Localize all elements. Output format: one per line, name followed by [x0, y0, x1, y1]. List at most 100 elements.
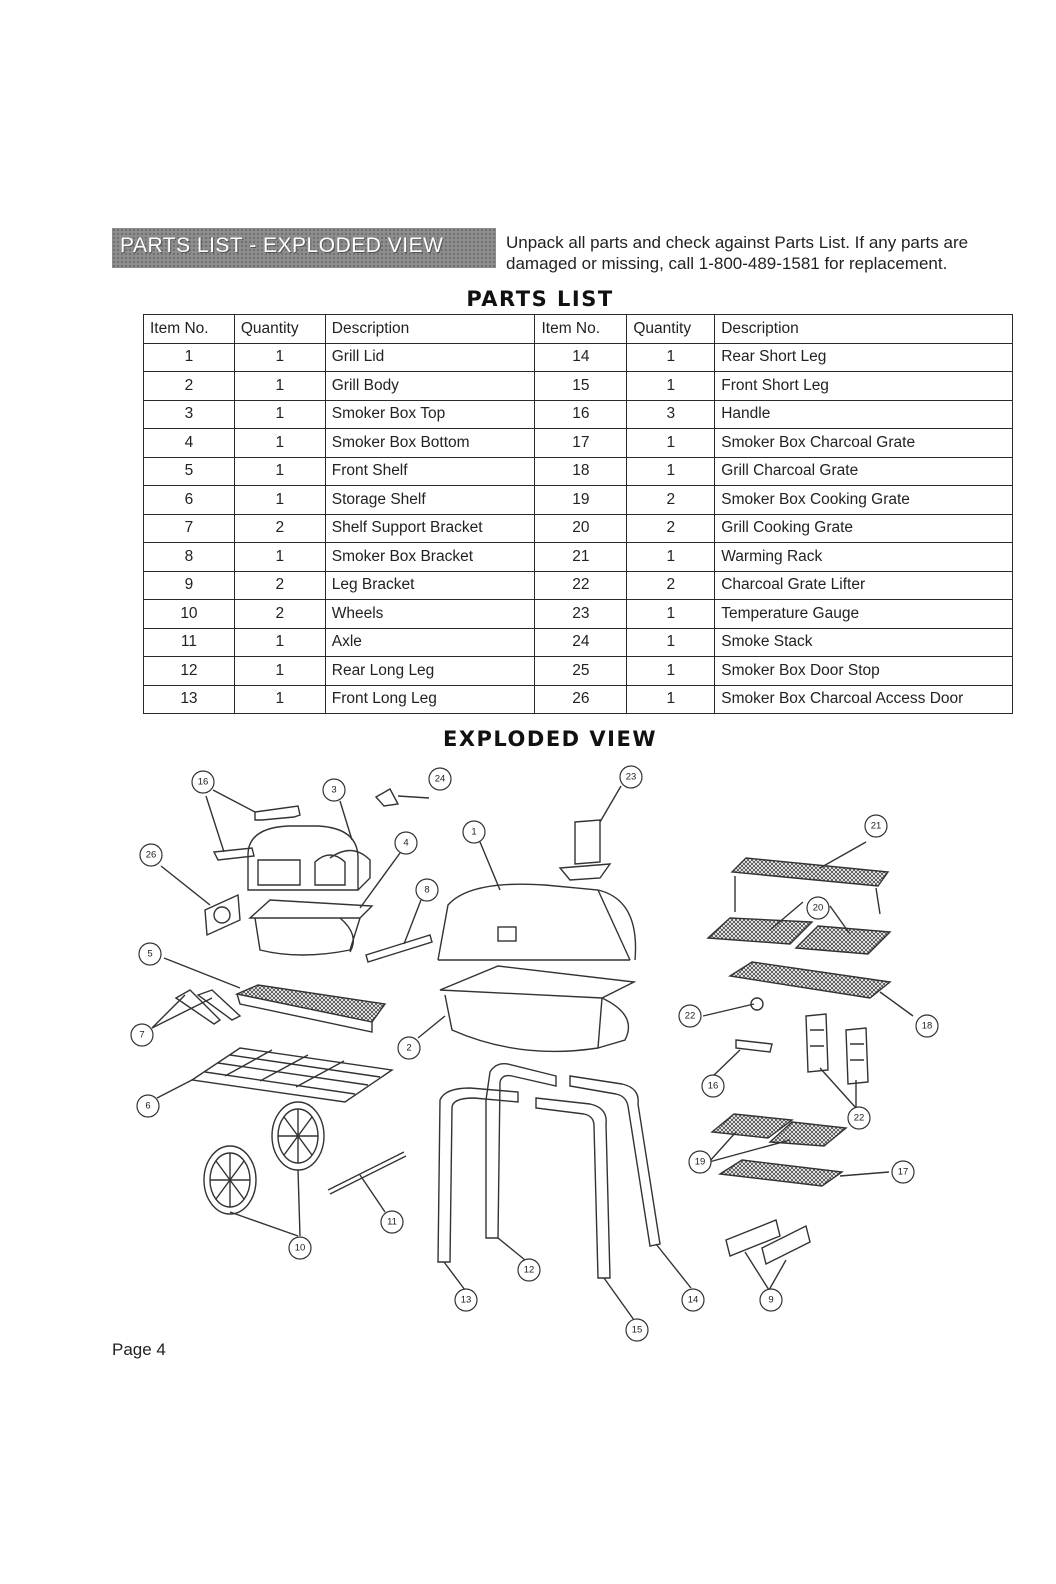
description-cell: Shelf Support Bracket: [324, 513, 536, 543]
callout-label: 16: [198, 777, 209, 788]
smoker-box-cooking-grates-part: [710, 1113, 848, 1147]
callout-9: 9: [759, 1288, 783, 1312]
door-stop-part: [374, 788, 400, 807]
callout-label: 11: [387, 1217, 397, 1228]
callout-8: 8: [415, 878, 439, 902]
callout-label: 7: [139, 1030, 144, 1041]
item-no-cell: 4: [143, 428, 235, 458]
description-cell: Smoke Stack: [714, 627, 1013, 657]
description-cell: Axle: [324, 627, 536, 657]
description-cell: Wheels: [324, 599, 536, 629]
section-banner: PARTS LIST - EXPLODED VIEW: [112, 228, 496, 268]
callout-label: 24: [435, 774, 446, 785]
description-cell: Leg Bracket: [324, 570, 536, 600]
parts-table-body: Item No. Quantity Description Item No. Q…: [143, 314, 1013, 714]
callout-20: 20: [806, 896, 830, 920]
callout-label: 26: [146, 850, 157, 861]
callout-7: 7: [130, 1023, 154, 1047]
callout-label: 18: [922, 1021, 933, 1032]
item-no-cell: 26: [534, 684, 628, 714]
callout-label: 22: [685, 1011, 696, 1022]
callout-label: 1: [471, 827, 476, 838]
description-cell: Temperature Gauge: [714, 599, 1013, 629]
callout-label: 6: [145, 1101, 150, 1112]
smoke-stack-part: [558, 819, 612, 881]
item-no-cell: 6: [143, 485, 235, 515]
parts-table: Item No. Quantity Description Item No. Q…: [143, 314, 1013, 714]
callout-6: 6: [136, 1094, 160, 1118]
charcoal-access-door-part: [204, 893, 241, 937]
callout-13: 13: [454, 1288, 478, 1312]
leg-brackets-part: [725, 1219, 811, 1266]
callout-label: 8: [424, 885, 429, 896]
callout-3: 3: [322, 778, 346, 802]
legs-part: [437, 1062, 661, 1279]
callout-label: 3: [331, 785, 336, 796]
warming-rack-part: [730, 857, 890, 915]
storage-shelf-part: [190, 1047, 394, 1103]
front-shelf-part: [234, 984, 387, 1033]
leader-lines: [151, 785, 914, 1321]
callout-label: 5: [147, 949, 152, 960]
quantity-cell: 1: [233, 656, 326, 686]
grill-cooking-grates-part: [706, 917, 892, 955]
item-no-cell: 8: [143, 542, 235, 572]
item-no-cell: 25: [534, 656, 628, 686]
grill-charcoal-grate-part: [728, 961, 892, 999]
callout-5: 5: [138, 942, 162, 966]
item-no-cell: 16: [534, 399, 628, 429]
callout-16: 16: [191, 770, 215, 794]
callout-label: 10: [295, 1243, 306, 1254]
description-cell: Smoker Box Bottom: [324, 428, 536, 458]
axle-part: [327, 1151, 407, 1195]
callout-label: 4: [403, 838, 408, 849]
callout-label: 20: [813, 903, 824, 914]
handle-part-2: [735, 1039, 773, 1053]
callout-label: 14: [688, 1295, 699, 1306]
callout-17: 17: [891, 1160, 915, 1184]
item-no-cell: 12: [143, 656, 235, 686]
wheels-part: [203, 1101, 325, 1215]
description-cell: Rear Long Leg: [324, 656, 536, 686]
page-number: Page 4: [112, 1340, 166, 1359]
parts-list-heading: PARTS LIST: [466, 287, 614, 311]
callout-label: 13: [461, 1295, 472, 1306]
quantity-cell: 1: [233, 684, 326, 714]
callout-15: 15: [625, 1318, 649, 1342]
callout-14: 14: [681, 1288, 705, 1312]
quantity-cell: 2: [233, 513, 326, 543]
description-cell: Charcoal Grate Lifter: [714, 570, 1013, 600]
item-no-cell: 14: [534, 342, 628, 372]
description-cell: Storage Shelf: [324, 485, 536, 515]
callout-2: 2: [397, 1036, 421, 1060]
exploded-view-heading: EXPLODED VIEW: [442, 727, 657, 751]
smoker-box-top-part: [247, 825, 371, 891]
description-cell: Warming Rack: [714, 542, 1013, 572]
description-cell: Grill Cooking Grate: [714, 513, 1013, 543]
callout-label: 15: [632, 1325, 643, 1336]
description-cell: Smoker Box Cooking Grate: [714, 485, 1013, 515]
item-no-cell: 20: [534, 513, 628, 543]
callout-24: 23: [619, 765, 643, 789]
callout-label: 23: [626, 772, 637, 783]
item-no-cell: 13: [143, 684, 235, 714]
description-cell: Smoker Box Top: [324, 399, 536, 429]
section-banner-title: PARTS LIST - EXPLODED VIEW: [120, 234, 444, 257]
grill-body-part: [439, 965, 637, 1053]
item-no-cell: 7: [143, 513, 235, 543]
intro-text: Unpack all parts and check against Parts…: [506, 233, 969, 273]
quantity-cell: 2: [626, 570, 716, 600]
shelf-support-brackets-part: [174, 989, 242, 1025]
callout-25: 24: [428, 767, 452, 791]
header-item-no-2: Item No.: [534, 314, 628, 344]
callout-label: 12: [524, 1265, 535, 1276]
item-no-cell: 3: [143, 399, 235, 429]
callout-4: 4: [394, 831, 418, 855]
item-no-cell: 18: [534, 456, 628, 486]
